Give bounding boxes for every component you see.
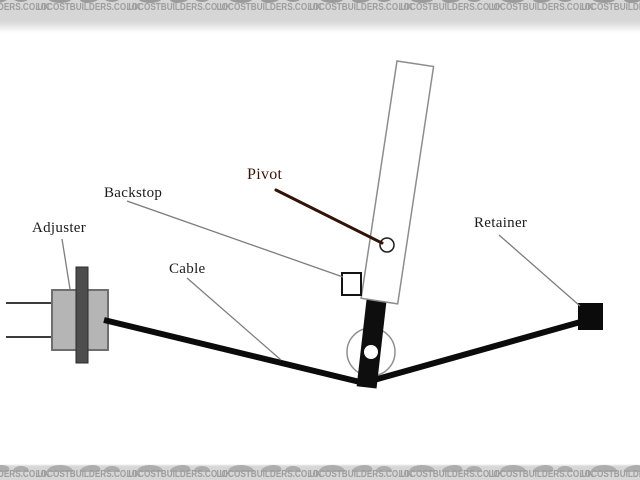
- watermark-text: LOCOSTBUILDERS.CO.UK: [217, 468, 322, 480]
- backstop-leader-line: [126, 200, 344, 278]
- locost-logo-icon: [133, 0, 224, 3]
- locost-logo-icon: [587, 0, 640, 3]
- watermark-strip-top: LOCOSTBUILDERS.CO.UKLOCOSTBUILDERS.CO.UK…: [0, 0, 640, 34]
- watermark-tile: LOCOSTBUILDERS.CO.UK: [580, 464, 640, 480]
- locost-logo-icon: [43, 0, 134, 3]
- pivot-label: Pivot: [247, 166, 283, 183]
- watermark-text: LOCOSTBUILDERS.CO.UK: [217, 1, 322, 13]
- watermark-tile: LOCOSTBUILDERS.CO.UK: [217, 0, 322, 34]
- locost-logo-icon: [315, 464, 406, 472]
- watermark-tile: LOCOSTBUILDERS.CO.UK: [126, 0, 231, 34]
- retainer-label: Retainer: [474, 215, 528, 231]
- cable-leader-line: [186, 277, 282, 361]
- pedal-arm: [360, 60, 435, 305]
- locost-logo-icon: [0, 0, 43, 3]
- cable-label: Cable: [169, 261, 206, 277]
- locost-logo-icon: [496, 464, 587, 472]
- watermark-text: LOCOSTBUILDERS.CO.UK: [0, 1, 50, 13]
- watermark-text: LOCOSTBUILDERS.CO.UK: [579, 468, 640, 480]
- watermark-text: LOCOSTBUILDERS.CO.UK: [307, 468, 413, 480]
- locost-logo-icon: [43, 464, 134, 472]
- locost-logo-icon: [224, 464, 315, 472]
- watermark-row-top: LOCOSTBUILDERS.CO.UKLOCOSTBUILDERS.CO.UK…: [0, 0, 640, 34]
- retainer-block: [578, 303, 603, 330]
- watermark-tile: LOCOSTBUILDERS.CO.UK: [36, 464, 140, 480]
- backstop-label: Backstop: [104, 185, 163, 201]
- watermark-text: LOCOSTBUILDERS.CO.UK: [307, 1, 413, 13]
- watermark-tile: LOCOSTBUILDERS.CO.UK: [0, 0, 50, 34]
- locost-logo-icon: [405, 0, 496, 3]
- watermark-text: LOCOSTBUILDERS.CO.UK: [398, 1, 504, 13]
- pedal-lever: [356, 294, 387, 389]
- watermark-tile: LOCOSTBUILDERS.CO.UK: [126, 464, 231, 480]
- watermark-text: LOCOSTBUILDERS.CO.UK: [0, 468, 50, 480]
- pivot-hole: [379, 237, 395, 253]
- locost-logo-icon: [405, 464, 496, 472]
- watermark-text: LOCOSTBUILDERS.CO.UK: [126, 468, 232, 480]
- watermark-tile: LOCOSTBUILDERS.CO.UK: [308, 0, 412, 34]
- watermark-tile: LOCOSTBUILDERS.CO.UK: [398, 0, 503, 34]
- watermark-text: LOCOSTBUILDERS.CO.UK: [489, 1, 594, 13]
- cable-right-segment: [373, 318, 585, 383]
- watermark-tile: LOCOSTBUILDERS.CO.UK: [489, 0, 594, 34]
- watermark-text: LOCOSTBUILDERS.CO.UK: [579, 1, 640, 13]
- watermark-text: LOCOSTBUILDERS.CO.UK: [398, 468, 504, 480]
- locost-logo-icon: [224, 0, 315, 3]
- adjuster-label: Adjuster: [32, 220, 87, 236]
- watermark-tile: LOCOSTBUILDERS.CO.UK: [398, 464, 503, 480]
- watermark-text: LOCOSTBUILDERS.CO.UK: [35, 1, 141, 13]
- cable-left-segment: [103, 317, 361, 385]
- locost-logo-icon: [0, 464, 43, 472]
- watermark-text: LOCOSTBUILDERS.CO.UK: [489, 468, 594, 480]
- backstop-block: [341, 272, 362, 296]
- watermark-tile: LOCOSTBUILDERS.CO.UK: [489, 464, 594, 480]
- adjuster-locknut-bar: [75, 266, 89, 364]
- retainer-leader-line: [498, 234, 581, 307]
- pivot-leader-line: [274, 188, 384, 245]
- watermark-tile: LOCOSTBUILDERS.CO.UK: [217, 464, 322, 480]
- watermark-tile: LOCOSTBUILDERS.CO.UK: [36, 0, 140, 34]
- watermark-tile: LOCOSTBUILDERS.CO.UK: [580, 0, 640, 34]
- watermark-tile: LOCOSTBUILDERS.CO.UK: [308, 464, 412, 480]
- locost-logo-icon: [315, 0, 406, 3]
- locost-logo-icon: [587, 464, 640, 472]
- watermark-text: LOCOSTBUILDERS.CO.UK: [35, 468, 141, 480]
- watermark-strip-bottom: LOCOSTBUILDERS.CO.UKLOCOSTBUILDERS.CO.UK…: [0, 464, 640, 480]
- locost-logo-icon: [133, 464, 224, 472]
- watermark-row-bottom: LOCOSTBUILDERS.CO.UKLOCOSTBUILDERS.CO.UK…: [0, 464, 640, 480]
- watermark-tile: LOCOSTBUILDERS.CO.UK: [0, 464, 50, 480]
- watermark-text: LOCOSTBUILDERS.CO.UK: [126, 1, 232, 13]
- adjuster-leader-line: [61, 238, 71, 290]
- locost-logo-icon: [496, 0, 587, 3]
- lever-hub-hole: [364, 345, 378, 359]
